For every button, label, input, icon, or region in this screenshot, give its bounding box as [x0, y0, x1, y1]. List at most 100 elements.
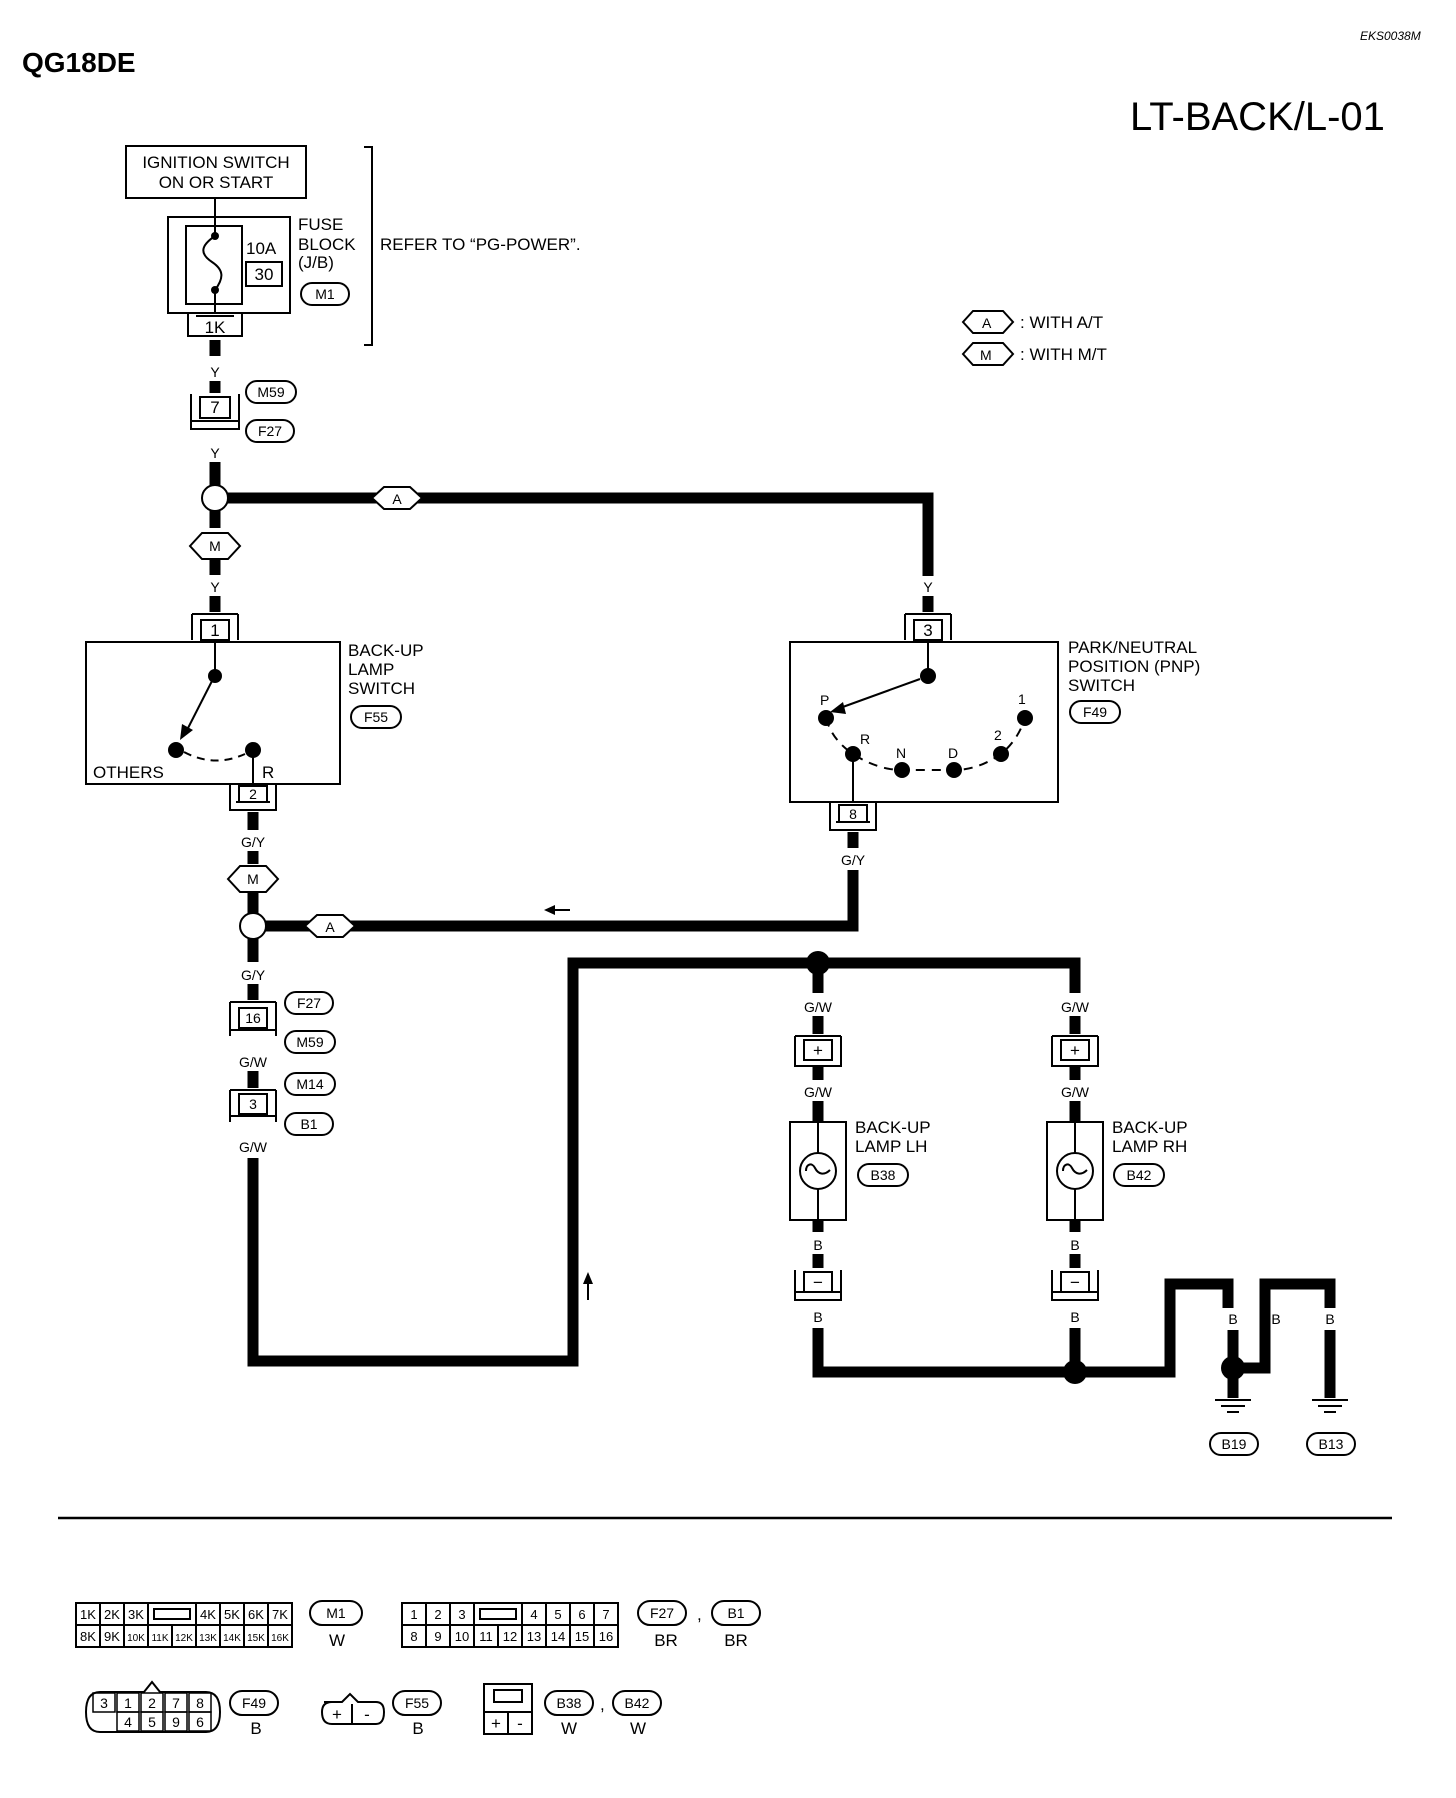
- connector-terminal: 12: [503, 1629, 517, 1644]
- wire-color-gw-lh-1: G/W: [804, 999, 833, 1015]
- connector-m14-label: M14: [296, 1076, 323, 1092]
- connector-view-f27-separator: ,: [697, 1605, 702, 1624]
- option-at-top-label: A: [392, 491, 402, 507]
- connector-view-m1-label: M1: [326, 1605, 346, 1621]
- connector-pin-7: 7: [210, 398, 219, 417]
- lamp-rh-minus: −: [1070, 1273, 1080, 1292]
- ground-b13: B13: [1319, 1436, 1344, 1452]
- engine-code: QG18DE: [22, 47, 136, 78]
- connector-m59-label: M59: [257, 384, 284, 400]
- ground-b19: B19: [1222, 1436, 1247, 1452]
- connector-terminal: 1: [410, 1607, 417, 1622]
- backup-switch-label-3: SWITCH: [348, 679, 415, 698]
- option-mt-marker-top: [188, 532, 242, 560]
- wire-color-b-rh-1: B: [1070, 1237, 1079, 1253]
- legend-mt-symbol: M: [980, 347, 992, 363]
- pnp-switch-label-2: POSITION (PNP): [1068, 657, 1200, 676]
- pnp-switch-label-3: SWITCH: [1068, 676, 1135, 695]
- document-reference: EKS0038M: [1360, 29, 1421, 43]
- legend: A : WITH A/T M : WITH M/T: [961, 310, 1107, 366]
- wire-color-y-3: Y: [210, 579, 220, 595]
- connector-view-f55-minus: -: [364, 1705, 370, 1724]
- backup-switch-pin-1: 1: [210, 621, 219, 640]
- connector-b1-label: B1: [300, 1116, 317, 1132]
- connector-terminal: 2K: [104, 1607, 120, 1622]
- connector-f27-m59-mid: 16: [229, 1001, 277, 1036]
- lamp-rh-label-1: BACK-UP: [1112, 1118, 1188, 1137]
- wire-color-b-g2: B: [1325, 1311, 1334, 1327]
- wire-color-y-1: Y: [210, 364, 220, 380]
- wire-color-gy-2: G/Y: [241, 967, 266, 983]
- connector-view-b42-label: B42: [625, 1695, 650, 1711]
- connector-view-f55-plus: +: [332, 1705, 342, 1724]
- connector-view-lamp: + -: [483, 1683, 533, 1735]
- connector-view-b42-color: W: [630, 1719, 646, 1738]
- power-bracket: [364, 146, 373, 346]
- legend-mt-text: : WITH M/T: [1020, 345, 1107, 364]
- connector-terminal: 14: [551, 1629, 565, 1644]
- wire-color-gy-pnp: G/Y: [841, 852, 866, 868]
- pnp-1: 1: [1018, 691, 1026, 707]
- connector-terminal: 3: [458, 1607, 465, 1622]
- lamp-rh-connector: B42: [1127, 1167, 1152, 1183]
- connector-view-b38-color: W: [561, 1719, 577, 1738]
- lamp-lh-label-1: BACK-UP: [855, 1118, 931, 1137]
- pnp-switch-label-1: PARK/NEUTRAL: [1068, 638, 1197, 657]
- legend-at-symbol: A: [982, 315, 992, 331]
- legend-at-text: : WITH A/T: [1020, 313, 1103, 332]
- fuse-icon: [202, 235, 223, 291]
- connector-terminal: 15: [575, 1629, 589, 1644]
- connector-terminal: 7: [172, 1695, 180, 1711]
- wire-color-y-pnp: Y: [923, 579, 933, 595]
- connector-f27-mid-label: F27: [297, 995, 321, 1011]
- connector-view-f55-color: B: [412, 1719, 423, 1738]
- connector-terminal: 6: [196, 1714, 204, 1730]
- option-mt-bottom-label: M: [247, 871, 259, 887]
- backup-switch-label-1: BACK-UP: [348, 641, 424, 660]
- connector-terminal: 16K: [271, 1633, 289, 1644]
- wire-color-b-lh-2: B: [813, 1309, 822, 1325]
- connector-terminal: 4: [530, 1607, 537, 1622]
- connector-terminal: 13: [527, 1629, 541, 1644]
- connector-view-f55: + -: [320, 1692, 386, 1725]
- connector-terminal: 3K: [128, 1607, 144, 1622]
- connector-terminal: 5: [554, 1607, 561, 1622]
- lamp-lh-plus: +: [813, 1041, 823, 1060]
- option-mt-marker-bottom: [226, 865, 280, 893]
- lamp-rh-plus-connector: +: [1051, 1035, 1099, 1067]
- splice-at-mt-top: [201, 484, 229, 512]
- pnp-p: P: [820, 692, 829, 708]
- connector-terminal: 8K: [80, 1629, 96, 1644]
- connector-m59-mid-label: M59: [296, 1034, 323, 1050]
- connector-m59-f27-top: 7: [190, 394, 240, 430]
- lamp-rh-plus: +: [1070, 1041, 1080, 1060]
- connector-terminal: 3: [100, 1695, 108, 1711]
- connector-terminal: 8: [196, 1695, 204, 1711]
- wire-color-gw-1: G/W: [239, 1054, 268, 1070]
- backup-lamp-switch: 1 OTHERS R 2: [85, 613, 341, 811]
- wire-color-gw-rh-2: G/W: [1061, 1084, 1090, 1100]
- ignition-switch-label-2: ON OR START: [159, 173, 274, 192]
- wire-color-gw-rh-1: G/W: [1061, 999, 1090, 1015]
- lamp-rh-minus-connector: −: [1051, 1270, 1099, 1301]
- connector-terminal: 10: [455, 1629, 469, 1644]
- connector-m14-b1: 3: [229, 1089, 277, 1122]
- lamp-lh-minus: −: [813, 1273, 823, 1292]
- option-mt-top-label: M: [209, 538, 221, 554]
- wire-color-b-mid: B: [1271, 1311, 1280, 1327]
- wire-color-b-lh-1: B: [813, 1237, 822, 1253]
- connector-terminal: 11: [479, 1629, 493, 1644]
- pnp-d: D: [948, 745, 958, 761]
- connector-terminal: 15K: [247, 1633, 265, 1644]
- connector-pin-16: 16: [245, 1010, 261, 1026]
- connector-view-f49-label: F49: [242, 1695, 266, 1711]
- backup-switch-pin-2: 2: [249, 786, 257, 802]
- backup-switch-r: R: [262, 763, 274, 782]
- connector-terminal: 5: [148, 1714, 156, 1730]
- connector-terminal: 4: [124, 1714, 132, 1730]
- fuse-amperage: 10A: [246, 239, 277, 258]
- fuse-number: 30: [255, 265, 274, 284]
